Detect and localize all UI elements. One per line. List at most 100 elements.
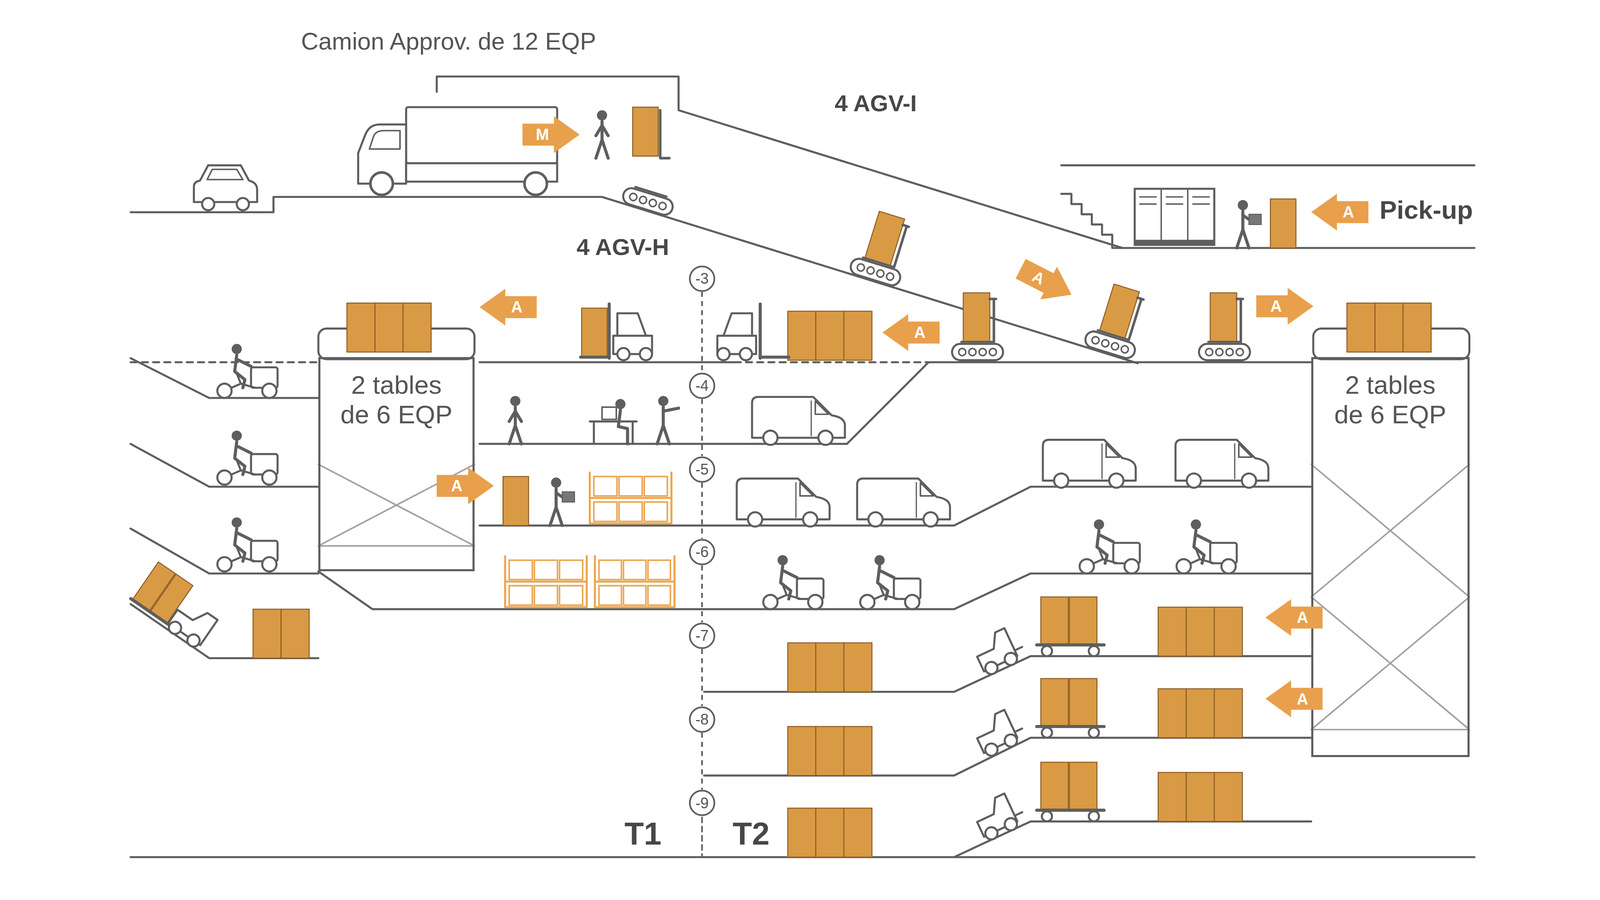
shelf-frame <box>590 472 672 524</box>
agv-base <box>1083 329 1138 361</box>
agv-wheel <box>989 348 997 356</box>
van-window <box>1238 443 1253 458</box>
person-body <box>595 121 608 158</box>
agv-wheel <box>1100 338 1110 348</box>
arrow-outline <box>1265 680 1323 718</box>
level-marker-circle <box>689 457 715 482</box>
diagram-label: T1 <box>624 815 662 852</box>
van-wheel <box>763 430 778 445</box>
delivery-van <box>857 478 950 527</box>
car-body <box>193 165 258 203</box>
tugger-tractor <box>971 624 1028 677</box>
parcel-box <box>1214 688 1243 738</box>
parcel-box <box>347 302 375 353</box>
forklift-wheel <box>740 347 753 360</box>
level-number: -6 <box>695 543 709 561</box>
tractor-wheel <box>1002 650 1019 668</box>
diagram-label: Pick-up <box>1379 195 1473 225</box>
level-number: -4 <box>695 377 709 395</box>
arrow-shape <box>1265 680 1323 718</box>
diagram-label: 4 AGV-I <box>834 90 917 117</box>
floor-line <box>1061 164 1475 167</box>
label-anchor: T2 <box>732 815 770 852</box>
agv-load <box>1210 292 1237 343</box>
flow-arrow: A <box>479 288 537 326</box>
agv-wheel <box>648 198 658 208</box>
level-marker-circle <box>689 707 715 732</box>
parcel-box <box>1040 762 1069 810</box>
trolley-wheel <box>1088 811 1099 822</box>
parcel-box <box>1347 302 1375 353</box>
parcel-box <box>1158 772 1187 822</box>
person-head <box>658 395 669 406</box>
agv-base <box>1199 343 1250 360</box>
van-window <box>920 482 934 496</box>
agv-load <box>865 211 905 266</box>
shelf-box <box>559 585 583 606</box>
arrow-outline <box>1265 599 1323 636</box>
parcel-box <box>1186 607 1215 657</box>
parcel-box <box>1158 607 1187 657</box>
level-marker: -6 <box>688 538 716 566</box>
cargo-bike <box>763 555 824 610</box>
shelf-box <box>509 560 533 580</box>
van-window <box>815 400 829 415</box>
flow-arrow: A <box>1311 193 1369 231</box>
person-head <box>510 395 520 406</box>
arrow-outline <box>479 288 537 326</box>
parcel-stack <box>1158 772 1243 822</box>
van-window <box>1106 443 1120 458</box>
parcel-box <box>252 609 281 659</box>
level-number: -3 <box>695 270 709 288</box>
flow-arrow: A <box>1265 680 1323 718</box>
bike-wheel <box>262 557 277 572</box>
shelf-box <box>647 585 671 606</box>
parcel-box <box>502 476 529 526</box>
lift-table: 2 tables de 6 EQP <box>1311 357 1470 758</box>
bike-wheel <box>1124 559 1139 574</box>
floor-line <box>130 197 1138 364</box>
bike-wheel <box>860 595 875 610</box>
parcel-box <box>581 308 608 358</box>
van-door <box>1101 443 1103 479</box>
arrow-letter: A <box>510 299 523 315</box>
parcel-box <box>787 808 816 858</box>
forklift <box>580 304 652 361</box>
parcel-box <box>1158 688 1187 738</box>
forklift-fork <box>760 355 789 359</box>
agv-wheel <box>958 348 966 356</box>
truck-wheel <box>524 172 548 195</box>
shelf-box <box>593 502 618 522</box>
trolley-wheel <box>1041 727 1052 738</box>
van-wheel <box>747 512 763 527</box>
parcel-box <box>787 726 816 776</box>
agv-wheel <box>1205 348 1213 356</box>
parcel-stack <box>1158 607 1243 657</box>
agv-load <box>1099 284 1140 339</box>
cargo-bike <box>217 517 278 572</box>
forklift-mast <box>758 304 762 359</box>
bike-wheel <box>808 595 823 610</box>
agv-base <box>952 343 1003 360</box>
person-arm <box>509 411 522 422</box>
agv-robot <box>1199 292 1250 361</box>
agv-robot <box>848 207 918 288</box>
trolley-wheel <box>1088 645 1099 656</box>
parcel-stack <box>1158 688 1243 738</box>
agv-mast <box>1236 299 1243 343</box>
van-wheel <box>868 512 883 527</box>
agv-wheel <box>1236 348 1244 356</box>
cargo-bike <box>217 430 278 485</box>
person-figure <box>657 395 679 444</box>
level-marker-circle <box>689 373 715 398</box>
bike-wheel <box>262 383 277 398</box>
agv-wheel <box>866 266 875 275</box>
tractor-wheel <box>983 660 1000 677</box>
agv-base <box>848 256 903 288</box>
parcel-stack <box>252 609 310 659</box>
monitor <box>602 407 617 420</box>
bike-wheel <box>1176 559 1191 574</box>
